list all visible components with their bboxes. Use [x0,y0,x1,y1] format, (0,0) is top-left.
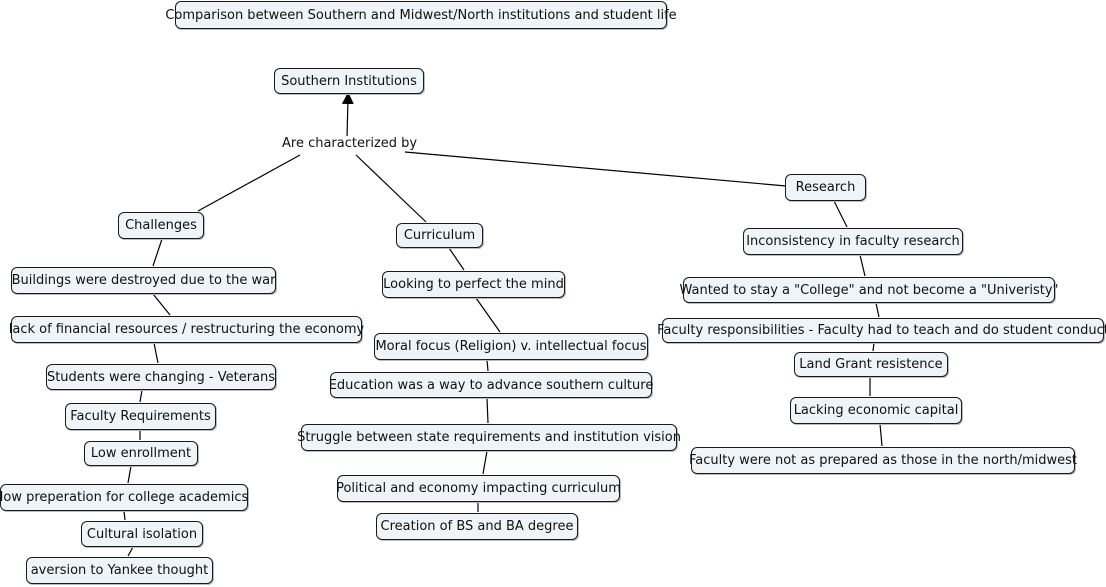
research-item: Faculty were not as prepared as those in… [689,447,1077,474]
curriculum-item: Political and economy impacting curricul… [336,475,621,502]
curriculum-item: Education was a way to advance southern … [329,372,653,398]
research-item: Lacking economic capital [790,397,962,424]
curriculum-item: Struggle between state requirements and … [297,424,681,451]
link-label: Are characterized by [280,136,420,151]
node-research: Research [785,174,866,201]
challenge-item: low preperation for college academics [0,484,248,511]
research-item: Inconsistency in faculty research [743,228,963,255]
edge-label-to-curriculum [355,154,427,223]
research-item: Faculty responsibilities - Faculty had t… [657,318,1106,343]
challenge-item: aversion to Yankee thought [26,557,213,584]
edge-label-to-challenges [197,154,301,212]
challenge-item: Cultural isolation [81,521,203,547]
curriculum-item: Moral focus (Religion) v. intellectual f… [374,333,648,360]
challenge-item: Low enrollment [84,441,198,466]
challenge-item: Students were changing - Veterans [46,364,276,390]
research-item: Land Grant resistence [794,352,948,377]
challenge-item: Faculty Requirements [65,403,216,430]
curriculum-item: Creation of BS and BA degree [376,513,578,540]
curriculum-item: Looking to perfect the mind [382,271,565,298]
root-node-southern-institutions: Southern Institutions [274,68,424,94]
diagram-title: Comparison between Southern and Midwest/… [165,1,677,29]
challenge-item: Buildings were destroyed due to the war [11,267,276,294]
node-curriculum: Curriculum [396,223,483,248]
edge-label-to-research [404,151,787,187]
research-item: Wanted to stay a "College" and not becom… [679,277,1059,303]
node-challenges: Challenges [118,212,204,239]
challenge-item: lack of financial resources / restructur… [9,316,364,343]
edge-label-to-root [341,92,354,139]
